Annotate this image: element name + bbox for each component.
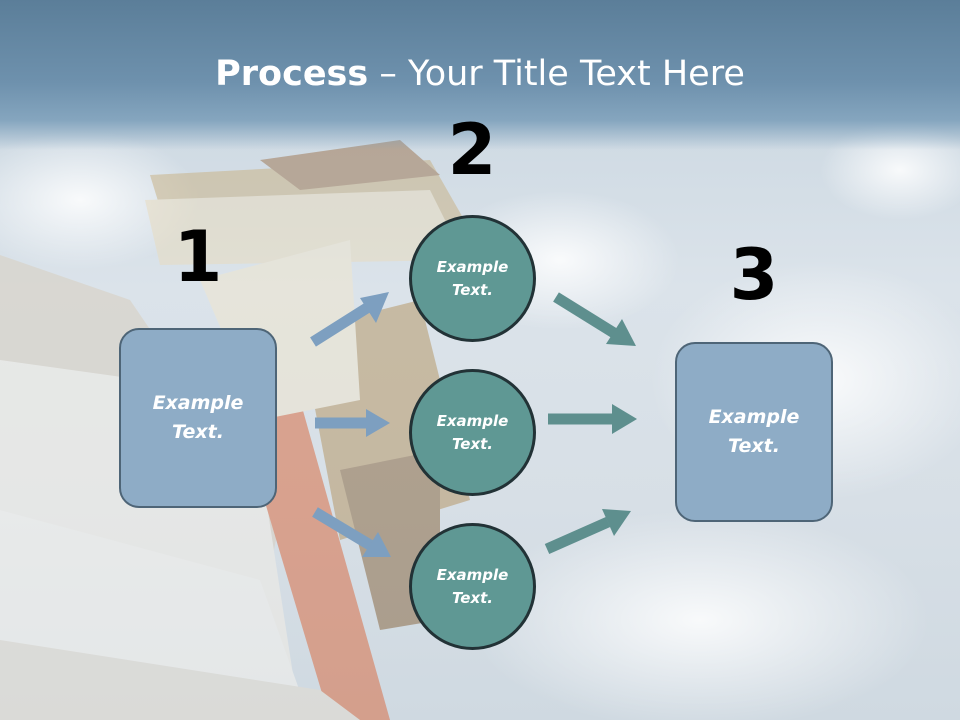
arrow-box1-to-circle-bottom[interactable] [312, 507, 391, 557]
arrow-box1-to-circle-middle[interactable] [315, 409, 390, 437]
title-band [0, 0, 960, 150]
circle-top-text: Example Text. [436, 257, 509, 299]
step-2-circle-top[interactable]: Example Text. [409, 215, 536, 342]
title-rest: – Your Title Text Here [368, 54, 745, 94]
step-2-circle-middle[interactable]: Example Text. [409, 369, 536, 496]
step-3-box-text: Example Text. [708, 406, 800, 457]
title-bold: Process [215, 54, 369, 94]
step-3-box[interactable]: Example Text. [675, 342, 833, 522]
circle-bottom-text: Example Text. [436, 565, 509, 607]
step-1-box[interactable]: Example Text. [119, 328, 277, 508]
arrow-circle-bottom-to-box3[interactable] [544, 509, 631, 555]
arrow-circle-top-to-box3[interactable] [553, 292, 636, 346]
step-number-1[interactable]: 1 [173, 216, 223, 298]
slide-title[interactable]: Process – Your Title Text Here [0, 52, 960, 96]
step-number-3[interactable]: 3 [729, 234, 779, 316]
step-2-circle-bottom[interactable]: Example Text. [409, 523, 536, 650]
arrow-box1-to-circle-top[interactable] [310, 292, 389, 347]
step-1-box-text: Example Text. [152, 392, 244, 443]
step-number-2[interactable]: 2 [447, 109, 497, 191]
arrow-circle-middle-to-box3[interactable] [548, 404, 637, 434]
circle-middle-text: Example Text. [436, 411, 509, 453]
